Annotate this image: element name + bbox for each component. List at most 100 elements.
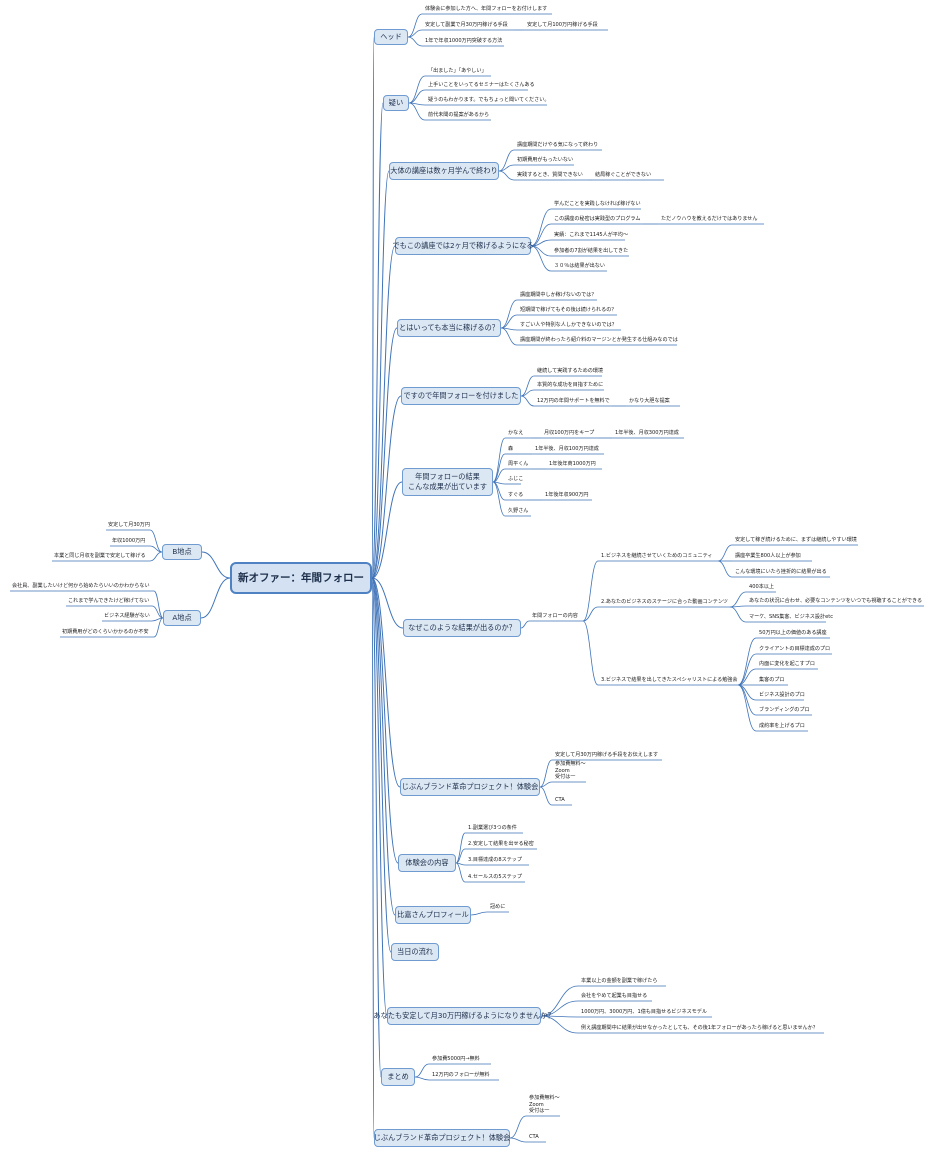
branch-point-a[interactable]: A地点 (163, 610, 201, 626)
node-head-1[interactable]: 安定して副業で月30万円稼げる手段 (425, 22, 508, 29)
node-why-0-1-2[interactable]: マーケ、SNS集客、ビジネス設計etc (749, 614, 834, 621)
node-point-a-0[interactable]: 会社員、副業したいけど何から始めたらいいのかわからない (12, 583, 150, 590)
node-point-b-2[interactable]: 本業と同じ月収を副業で安定して稼げる (54, 553, 146, 560)
node-point-a-1[interactable]: これまで学んできたけど稼げてない (68, 598, 150, 605)
node-why-0-1-1[interactable]: あなたの状況に合わせ、必要なコンテンツをいつでも視聴することができる (749, 598, 923, 605)
node-so-annual-1[interactable]: 本質的な成功を目指すために (537, 382, 604, 389)
branch-point-b[interactable]: B地点 (162, 544, 202, 560)
node-typical-2[interactable]: 実践するとき、質問できない (517, 172, 583, 179)
node-point-a-2[interactable]: ビジネス経験がない (104, 613, 150, 620)
branch-head[interactable]: ヘッド (374, 29, 408, 45)
node-why-0-2-0[interactable]: 50万円以上の価値のある講座 (759, 630, 827, 637)
node-results-4[interactable]: すぐる (508, 492, 524, 499)
node-why-0-0-2[interactable]: こんな環境にいたら挫折的に結果が出る (735, 569, 827, 576)
node-content-2[interactable]: 3.目標達成の8ステップ (468, 857, 522, 864)
node-trial1-0[interactable]: 安定して月30万円稼げる手段をお伝えします (555, 752, 659, 759)
node-why-0-2-4[interactable]: ビジネス設計のプロ (759, 692, 805, 699)
node-why-0-1-0[interactable]: 400本以上 (749, 584, 775, 591)
branch-trial2[interactable]: じぶんブランド革命プロジェクト！体験会 (374, 1129, 510, 1147)
node-results-2[interactable]: 周平くん (508, 461, 529, 468)
connector-line (582, 606, 599, 622)
node-why-0-2-2[interactable]: 内面に変化を起こすプロ (759, 661, 815, 668)
node-typical-2-0[interactable]: 結局稼ぐことができない (595, 172, 652, 179)
node-results-1-0[interactable]: 1年半後、月収100万円達成 (535, 446, 599, 453)
branch-summary[interactable]: まとめ (381, 1068, 415, 1086)
node-point-b-0[interactable]: 安定して月30万円 (108, 522, 150, 529)
node-results-0-0-0[interactable]: 1年半後、月収300万円達成 (615, 430, 679, 437)
branch-this-course[interactable]: でもこの講座では2ヶ月で稼げるようになる (392, 237, 534, 255)
node-why-0-2-3[interactable]: 集客のプロ (759, 677, 785, 684)
node-trial1-2[interactable]: CTA (555, 797, 565, 804)
node-profile-0[interactable]: 冠めに (490, 904, 506, 911)
branch-trial1[interactable]: じぶんブランド革命プロジェクト！体験会 (400, 778, 540, 796)
branch-profile[interactable]: 比嘉さんプロフィール (395, 906, 471, 924)
node-you-too-2[interactable]: 1000万円、3000万円、1億も目指せるビジネスモデル (581, 1009, 707, 1016)
node-why-0-2-1[interactable]: クライアントの目標達成のプロ (759, 646, 831, 653)
node-really-1[interactable]: 短期間で稼げてもその後は続けられるの？ (520, 307, 617, 314)
node-point-b-1[interactable]: 年収1000万円 (112, 538, 146, 545)
node-head-0[interactable]: 体験会に参加した方へ、年間フォローをお付けします (425, 6, 548, 13)
node-content-0[interactable]: 1.副業選び3つの条件 (468, 825, 517, 832)
node-content-3[interactable]: 4.セールスの5ステップ (468, 874, 522, 881)
node-results-0[interactable]: かなえ (508, 430, 524, 437)
node-head-2[interactable]: 1年で年収1000万円突破する方法 (425, 38, 503, 45)
node-trial2-1[interactable]: CTA (529, 1134, 539, 1141)
node-so-annual-2-0[interactable]: かなり大胆な提案 (629, 398, 670, 405)
branch-typical[interactable]: 大体の講座は数ヶ月学んで終わり (389, 162, 499, 180)
node-this-course-3[interactable]: 参加者の7割が結果を出してきた (554, 248, 629, 255)
node-point-a-3[interactable]: 初期費用がどのくらいかかるのか不安 (62, 629, 149, 636)
node-content-1[interactable]: 2.安定して結果を出せる秘密 (468, 841, 534, 848)
branch-doubt[interactable]: 疑い (383, 95, 409, 111)
node-why-0-2[interactable]: 3.ビジネスで結果を出してきたスペシャリストによる勉強会 (601, 677, 738, 684)
branch-really[interactable]: とはいっても本当に稼げるの？ (397, 319, 501, 337)
node-summary-0[interactable]: 参加費5000円→無料 (432, 1056, 480, 1063)
node-so-annual-2[interactable]: 12万円の年間サポートを無料で (537, 398, 610, 405)
node-results-5[interactable]: 久野さん (508, 508, 529, 515)
node-this-course-0[interactable]: 学んだことを実践しなければ稼げない (554, 201, 641, 208)
branch-content[interactable]: 体験会の内容 (398, 854, 456, 872)
node-why-0-2-6[interactable]: 成約率を上げるプロ (759, 723, 805, 730)
connector-line (371, 245, 396, 579)
node-doubt-2[interactable]: 疑うのもわかります。でもちょっと聞いてください。 (428, 97, 550, 104)
node-really-0[interactable]: 講座期間中しか稼げないのでは？ (520, 292, 597, 299)
node-doubt-3[interactable]: 前代未聞の提案があるから (428, 112, 490, 119)
node-head-1-0[interactable]: 安定して月100万円稼げる手段 (527, 22, 598, 29)
connector-line (408, 75, 426, 104)
node-you-too-1[interactable]: 会社をやめて起業も目指せる (581, 993, 648, 1000)
node-really-2[interactable]: すごい人や特別な人しかできないのでは？ (520, 322, 617, 329)
branch-why[interactable]: なぜこのような結果が出るのか？ (403, 619, 521, 637)
node-why-0[interactable]: 年間フォローの内容 (532, 613, 578, 620)
branch-so-annual[interactable]: ですので年間フォローを付けました (401, 387, 521, 405)
connector-line (371, 102, 384, 579)
central-topic[interactable]: 新オファー：年間フォロー (230, 562, 372, 594)
node-you-too-3[interactable]: 例え講座期間中に結果が出せなかったとしても、その後1年フォローがあったら稼げると… (581, 1025, 818, 1032)
connector-line (149, 551, 163, 562)
node-summary-1[interactable]: 12万円のフォローが無料 (432, 1072, 490, 1079)
node-why-0-1[interactable]: 2.あなたのビジネスのステージに合った動画コンテンツ (601, 599, 729, 606)
node-why-0-0[interactable]: 1.ビジネスを継続させていくためのコミュニティ (601, 553, 713, 560)
node-this-course-1[interactable]: この講座の秘密は実践型のプログラム (554, 216, 641, 223)
node-you-too-0[interactable]: 本業以上の金額を副業で稼げたら (581, 978, 658, 985)
node-why-0-0-0[interactable]: 安定して稼ぎ続けるために、まずは継続しやすい環境 (735, 537, 857, 544)
node-why-0-0-1[interactable]: 講座卒業生800人以上が参加 (735, 553, 801, 560)
node-results-4-0[interactable]: 1年後年収900万円 (545, 492, 589, 499)
node-why-0-2-5[interactable]: ブランディングのプロ (759, 707, 810, 714)
node-typical-1[interactable]: 初期費用がもったいない (517, 157, 574, 164)
node-this-course-4[interactable]: ３０％は結果が出ない (554, 263, 605, 270)
node-so-annual-0[interactable]: 継続して実践するための環境 (537, 368, 604, 375)
branch-you-too[interactable]: あなたも安定して月30万円稼げるようになりませんか？ (373, 1007, 555, 1025)
node-results-0-0[interactable]: 月収100万円をキープ (544, 430, 595, 437)
node-results-2-0[interactable]: 1年後年商1000万円 (549, 461, 596, 468)
branch-flow[interactable]: 当日の流れ (391, 943, 439, 961)
node-trial2-0[interactable]: 参加費無料〜 Zoom 受付は一 (529, 1095, 560, 1115)
branch-results[interactable]: 年間フォローの結果 こんな成果が出ています (402, 468, 493, 496)
node-this-course-2[interactable]: 実績：これまで1145人が平均〜 (554, 232, 629, 239)
node-typical-0[interactable]: 講座期間だけやる気になって終わり (517, 142, 599, 149)
node-results-1[interactable]: 森 (508, 446, 514, 453)
node-really-3[interactable]: 講座期間が終わったら紹介料のマージンとか発生する仕組みなのでは (520, 337, 678, 344)
node-this-course-1-0[interactable]: ただノウハウを教えるだけではありません (661, 216, 758, 223)
node-doubt-0[interactable]: 「出ました」「あやしい」 (428, 68, 487, 75)
node-trial1-1[interactable]: 参加費無料〜 Zoom 受付は一 (555, 761, 586, 781)
node-doubt-1[interactable]: 上手いことをいってるセミナーはたくさんある (428, 82, 535, 89)
node-results-3[interactable]: ふじこ (508, 476, 524, 483)
